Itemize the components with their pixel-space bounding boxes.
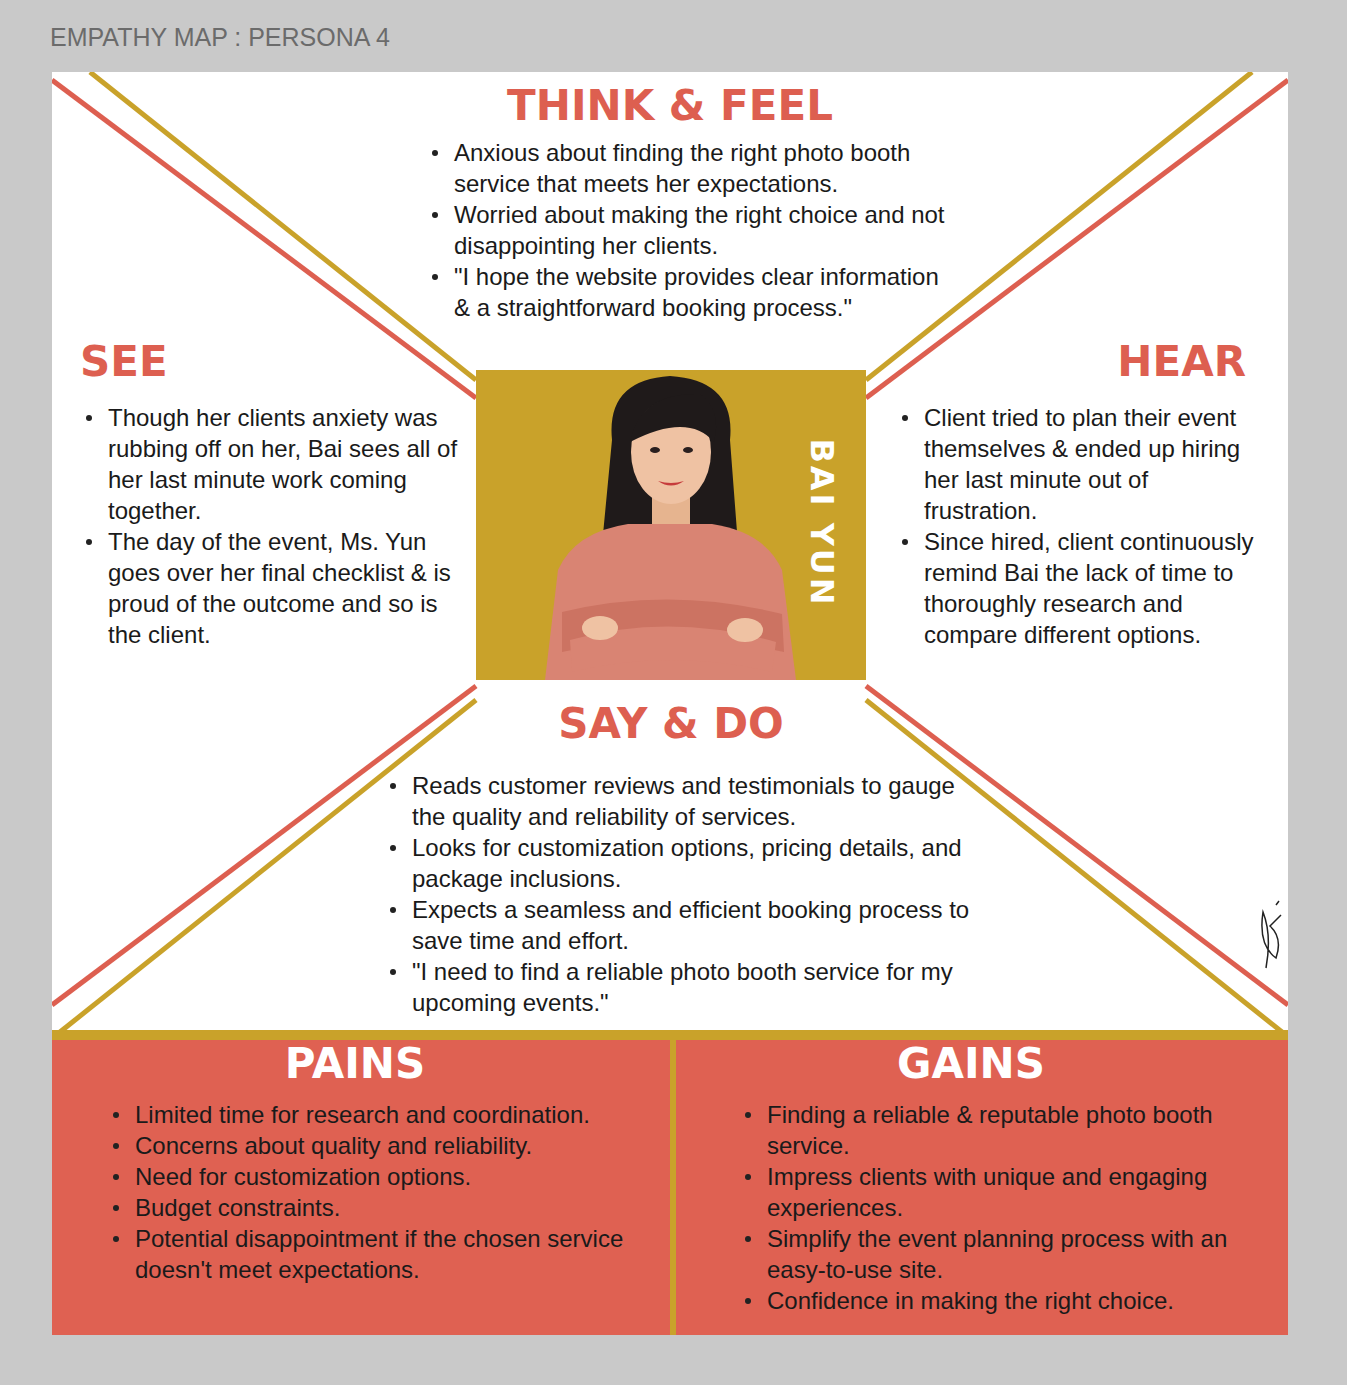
bullet-text: Potential disappointment if the chosen s…: [113, 1223, 643, 1285]
bullet-text: Reads customer reviews and testimonials …: [390, 770, 975, 832]
bullet-text: Budget constraints.: [113, 1192, 643, 1223]
bullet-text: The day of the event, Ms. Yun goes over …: [86, 526, 471, 650]
divider-lines: [52, 72, 1288, 1032]
hand: [727, 618, 763, 642]
lips: [658, 481, 684, 486]
bullet-list: Reads customer reviews and testimonials …: [390, 770, 975, 1018]
bullet-text: Simplify the event planning process with…: [745, 1223, 1265, 1285]
bangs: [630, 394, 716, 442]
gains-panel: [676, 1040, 1288, 1335]
gold-divider: [670, 1040, 676, 1335]
section-heading: GAINS: [676, 1040, 1288, 1088]
bullet-text: Expects a seamless and efficient booking…: [390, 894, 975, 956]
bullet-list: Finding a reliable & reputable photo boo…: [745, 1099, 1265, 1316]
bullet-text: Need for customization options.: [113, 1161, 643, 1192]
bullet-text: "I hope the website provides clear infor…: [432, 261, 960, 323]
hear-region: HEAR Client tried to plan their event the…: [895, 338, 1260, 708]
pains-panel: [52, 1040, 670, 1335]
bullet-text: Worried about making the right choice an…: [432, 199, 960, 261]
section-heading: SEE: [78, 338, 478, 386]
signature-scribble: [1262, 901, 1281, 968]
hand: [582, 616, 618, 640]
bullet-text: Confidence in making the right choice.: [745, 1285, 1265, 1316]
persona-photo-box: BAI YUN: [476, 370, 866, 680]
bullet-list: Client tried to plan their event themsel…: [902, 402, 1260, 650]
say-do-region: SAY & DO Reads customer reviews and testi…: [385, 700, 975, 1028]
bullet-text: Though her clients anxiety was rubbing o…: [86, 402, 471, 526]
bullet-text: Anxious about finding the right photo bo…: [432, 137, 960, 199]
photo-box: [476, 370, 866, 680]
diagram-title: EMPATHY MAP : PERSONA 4: [50, 22, 390, 52]
bullet-list: Limited time for research and coordinati…: [113, 1099, 643, 1285]
bullet-text: "I need to find a reliable photo booth s…: [390, 956, 975, 1018]
bullet-text: Limited time for research and coordinati…: [113, 1099, 643, 1130]
gains-box: GAINS Finding a reliable & reputable phot…: [676, 1040, 1288, 1332]
bullet-text: Since hired, client continuously remind …: [902, 526, 1260, 650]
bullet-text: Concerns about quality and reliability.: [113, 1130, 643, 1161]
diagonal-line: [866, 80, 1288, 398]
bullet-text: Impress clients with unique and engaging…: [745, 1161, 1265, 1223]
eye: [650, 447, 660, 453]
shirt: [545, 524, 796, 680]
white-panel: [52, 72, 1288, 1034]
eye: [683, 447, 693, 453]
section-heading: HEAR: [895, 338, 1260, 386]
pains-box: PAINS Limited time for research and coord…: [52, 1040, 670, 1332]
section-heading: THINK & FEEL: [395, 82, 945, 130]
section-heading: PAINS: [52, 1040, 670, 1088]
bullet-list: Though her clients anxiety was rubbing o…: [86, 402, 471, 650]
bullet-text: Finding a reliable & reputable photo boo…: [745, 1099, 1265, 1161]
see-region: SEE Though her clients anxiety was rubbin…: [78, 338, 478, 673]
bullet-text: Looks for customization options, pricing…: [390, 832, 975, 894]
bullet-list: Anxious about finding the right photo bo…: [432, 137, 960, 323]
gold-strip: [52, 1030, 1288, 1040]
diagonal-line: [90, 72, 476, 380]
think-feel-region: THINK & FEELAnxious about finding the ri…: [395, 82, 945, 367]
persona-name: BAI YUN: [804, 438, 840, 607]
persona-portrait: [545, 376, 796, 680]
section-heading: SAY & DO: [385, 700, 975, 748]
bullet-text: Client tried to plan their event themsel…: [902, 402, 1260, 526]
